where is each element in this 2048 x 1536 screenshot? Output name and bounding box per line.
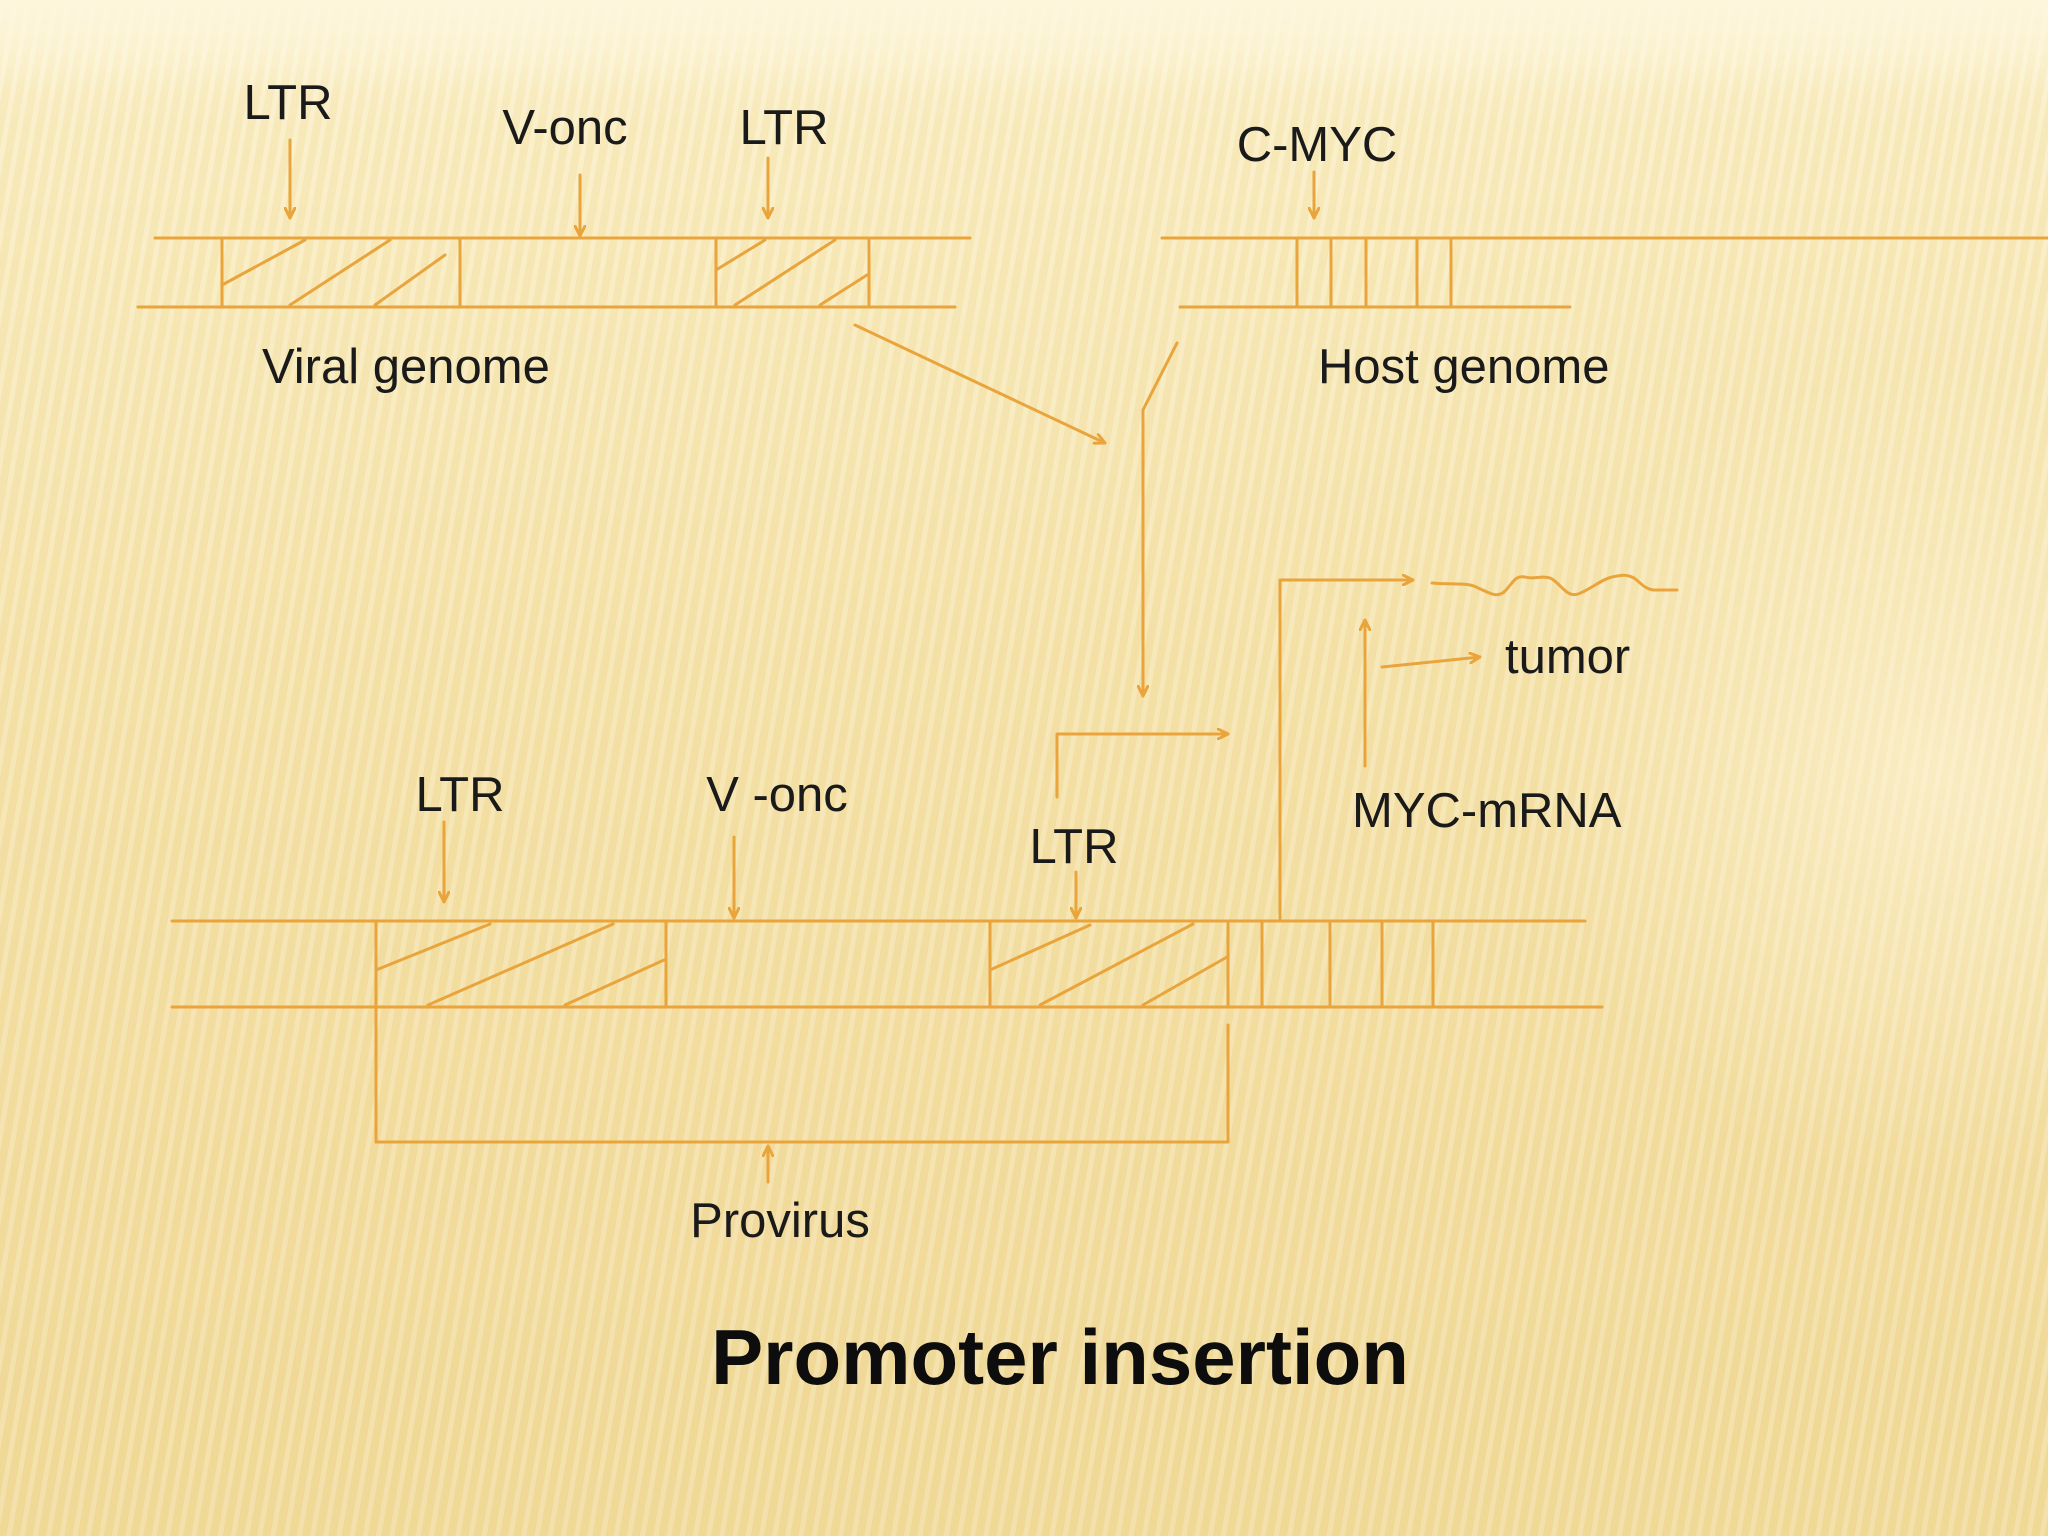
provirus-bracket [374, 1005, 1230, 1144]
ltr-promoter-arrow [1055, 734, 1230, 799]
provirus-ltr-right-block [988, 919, 1230, 1009]
viral-genome-label: Viral genome [262, 340, 550, 394]
host-cmyc-block [1295, 236, 1453, 309]
slide-title: Promoter insertion [711, 1313, 1409, 1401]
tumor-arrow [1380, 657, 1482, 669]
viral-ltr-right-label: LTR [740, 101, 829, 155]
host-genome-strand [1160, 236, 2048, 309]
viral-ltr-left-label: LTR [244, 76, 333, 130]
mrna-squiggle [1430, 573, 1679, 597]
provirus-ltr-left-label: LTR [416, 768, 505, 822]
host-cmyc-label: C-MYC [1237, 118, 1398, 172]
viral-ltr-right-block [714, 236, 871, 309]
myc-transcription-arrow [1278, 580, 1415, 922]
integrated-dna-strand [170, 919, 1604, 1009]
viral-vonc-label: V-onc [502, 101, 627, 155]
viral-ltr-left-block [220, 236, 462, 309]
provirus-ltr-right-label: LTR [1030, 820, 1119, 874]
host-genome-label: Host genome [1318, 340, 1609, 394]
myc-mrna-label: MYC-mRNA [1352, 784, 1622, 838]
top-fade [0, 0, 2048, 90]
viral-integration-arrow [853, 323, 1107, 443]
viral-genome-strand [136, 236, 972, 309]
provirus-vonc-label: V -onc [706, 768, 848, 822]
provirus-cmyc-block [1260, 919, 1435, 1009]
provirus-ltr-left-block [374, 919, 668, 1009]
provirus-label: Provirus [690, 1194, 870, 1248]
tumor-label: tumor [1505, 630, 1630, 684]
host-integration-arrow [1143, 341, 1179, 698]
